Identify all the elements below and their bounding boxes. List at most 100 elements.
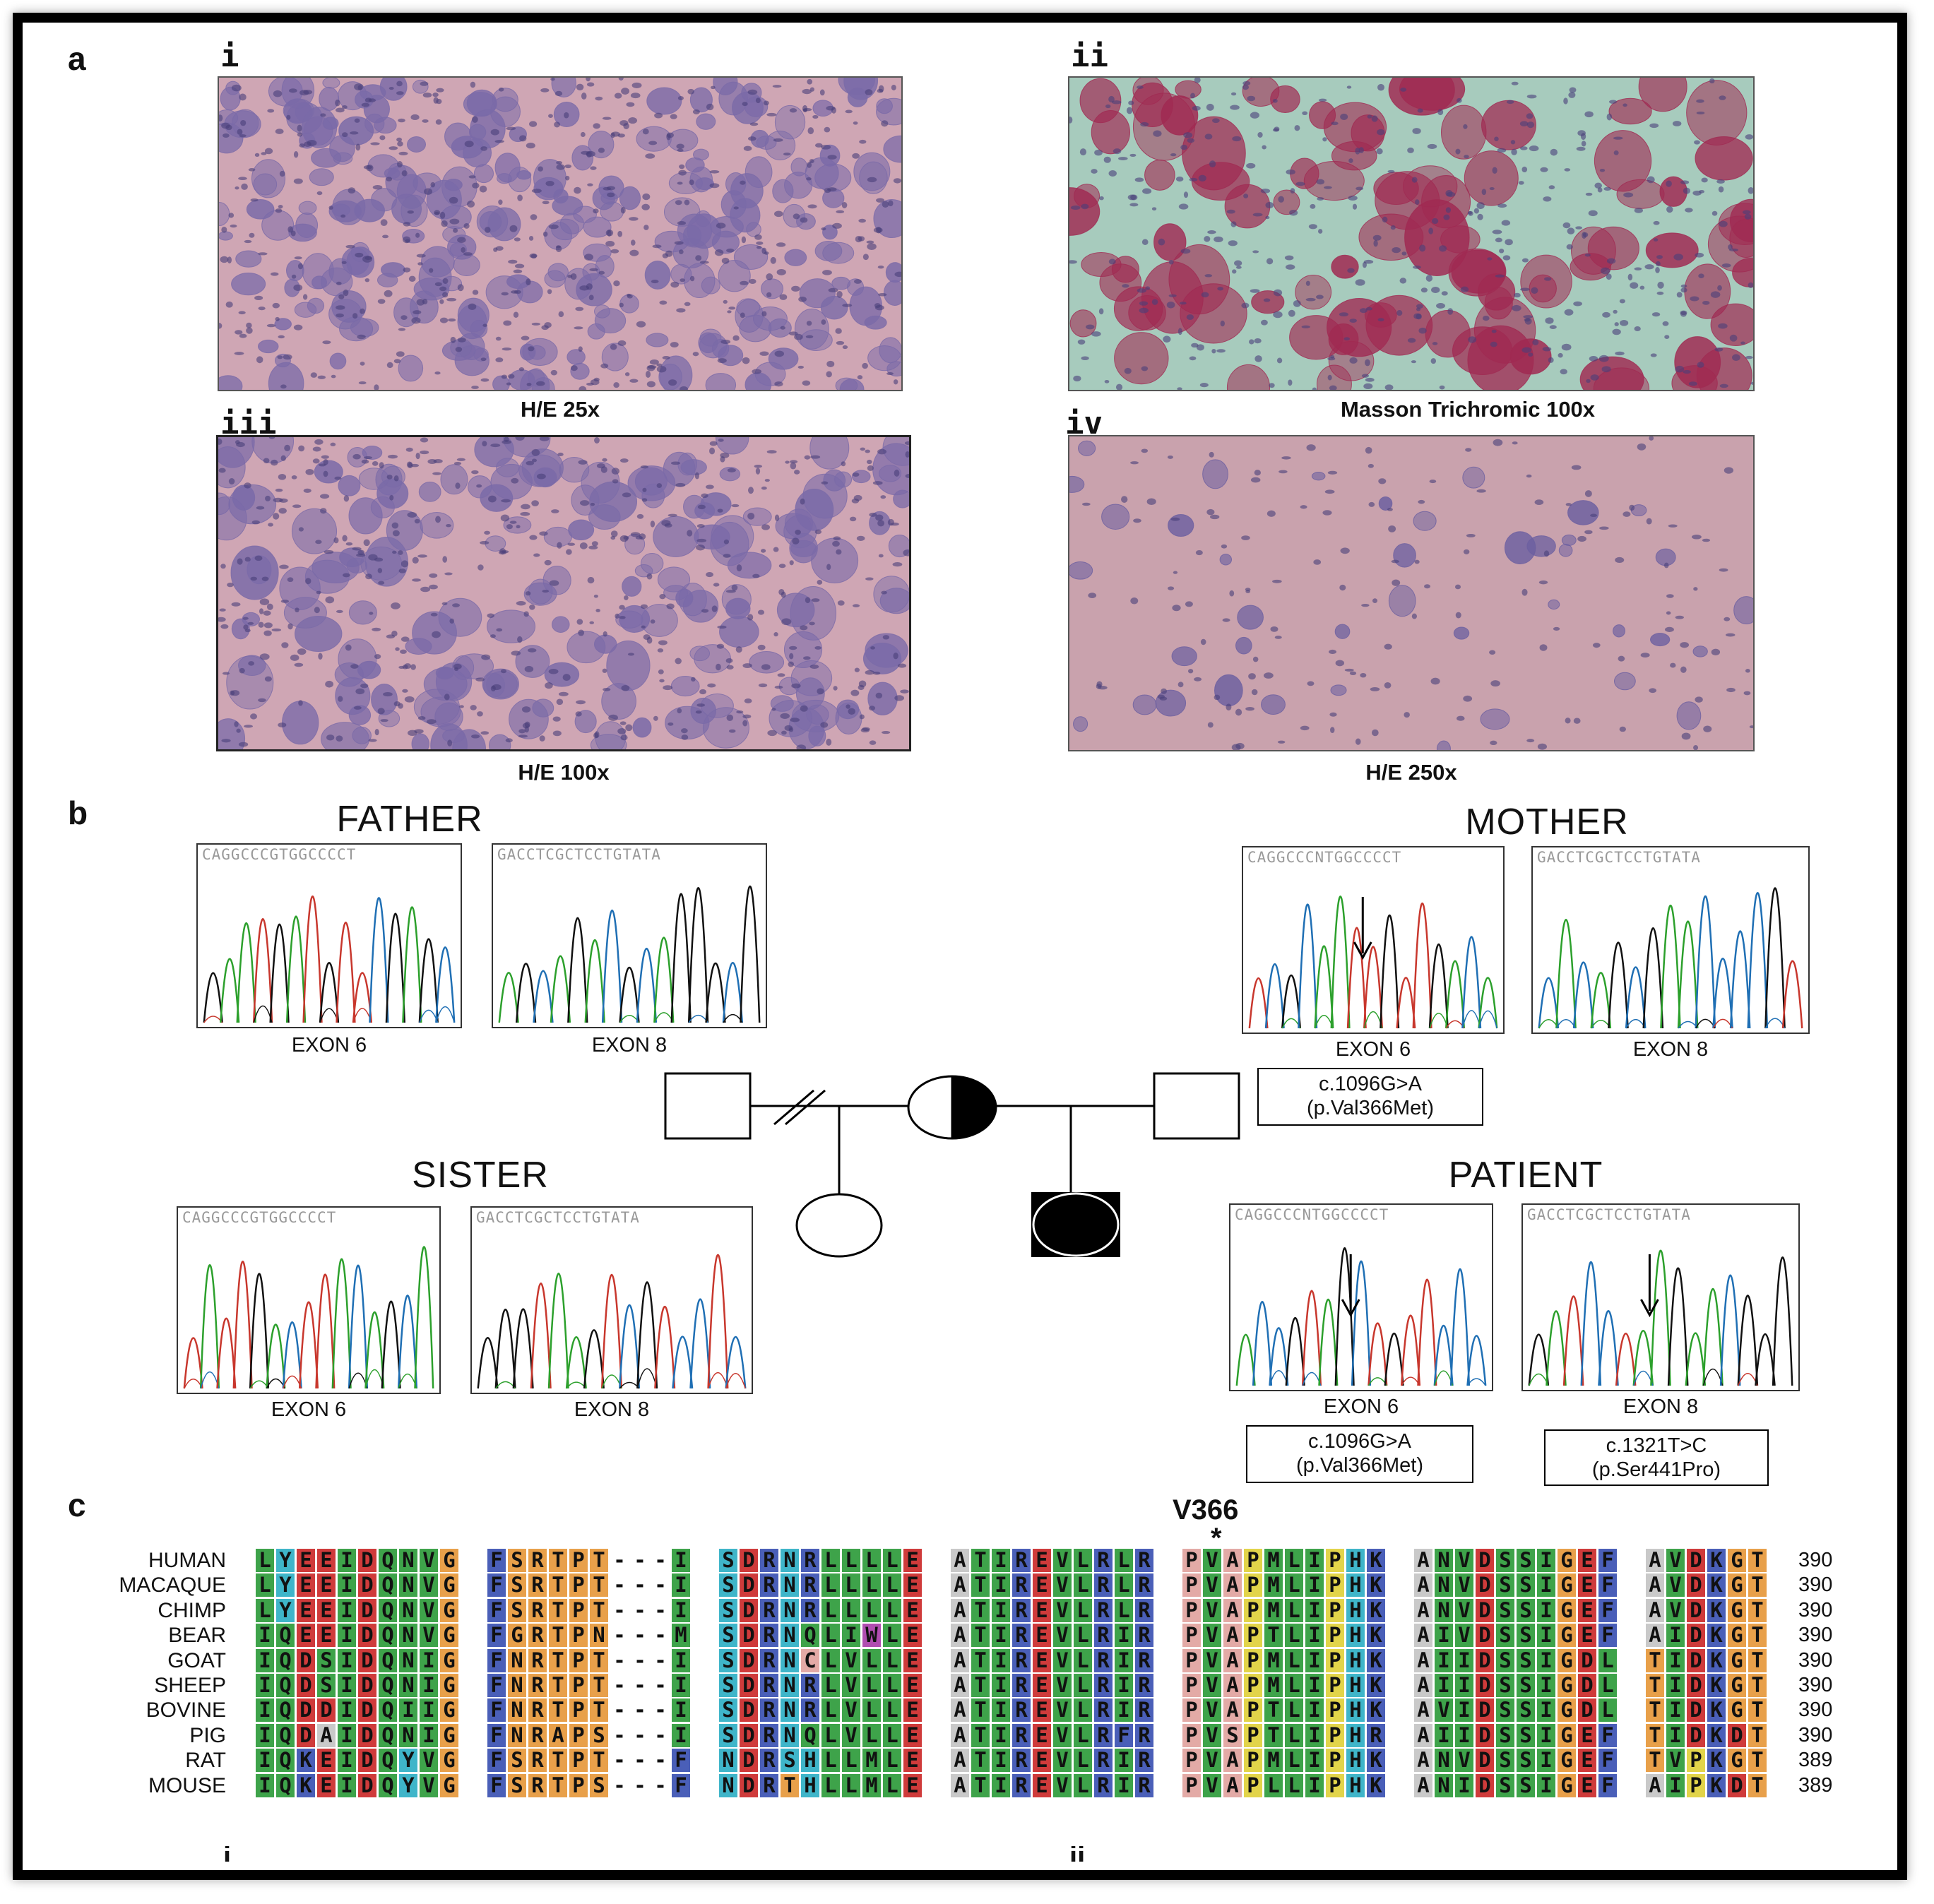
residue: S — [1517, 1749, 1535, 1773]
residue: R — [1012, 1648, 1031, 1672]
residue: K — [1707, 1749, 1726, 1773]
residue: F — [487, 1573, 506, 1597]
residue: G — [440, 1749, 458, 1773]
residue: A — [1646, 1624, 1664, 1648]
residue: T — [1646, 1674, 1664, 1697]
residue: R — [760, 1598, 778, 1622]
father-exon8-sequence: GACCTCGCTCCTGTATA — [497, 846, 661, 863]
residue: D — [297, 1648, 315, 1672]
residue: I — [992, 1674, 1010, 1697]
residue: G — [1558, 1549, 1576, 1572]
residue: A — [1646, 1573, 1664, 1597]
residue: V — [1053, 1648, 1072, 1672]
residue: K — [1367, 1698, 1385, 1722]
residue: L — [883, 1549, 901, 1572]
residue: K — [1707, 1648, 1726, 1672]
residue: A — [951, 1598, 969, 1622]
residue: N — [508, 1723, 526, 1747]
residue: L — [821, 1723, 840, 1747]
chromatogram-traces — [1235, 1247, 1487, 1386]
residue: Q — [379, 1624, 397, 1648]
residue: A — [1414, 1723, 1432, 1747]
residue: R — [1012, 1773, 1031, 1797]
residue: E — [317, 1573, 336, 1597]
residue: G — [440, 1624, 458, 1648]
residue: E — [1033, 1549, 1051, 1572]
residue: D — [1728, 1773, 1746, 1797]
residue: D — [1687, 1674, 1705, 1697]
residue: D — [1687, 1549, 1705, 1572]
residue: R — [1135, 1573, 1153, 1597]
residue: F — [1598, 1749, 1617, 1773]
residue: F — [487, 1674, 506, 1697]
residue: K — [1707, 1773, 1726, 1797]
residue: G — [1558, 1674, 1576, 1697]
residue: T — [549, 1573, 567, 1597]
residue: H — [1346, 1598, 1365, 1622]
residue: L — [821, 1698, 840, 1722]
residue: H — [801, 1749, 819, 1773]
residue: S — [1496, 1674, 1514, 1697]
residue: R — [528, 1674, 547, 1697]
residue: N — [781, 1674, 799, 1697]
residue: A — [1223, 1674, 1242, 1697]
patient-exon6-label: EXON 6 — [1323, 1396, 1399, 1418]
residue: E — [1033, 1723, 1051, 1747]
residue: T — [1264, 1698, 1283, 1722]
residue: L — [1074, 1698, 1092, 1722]
residue: L — [883, 1598, 901, 1622]
residue: V — [420, 1773, 438, 1797]
residue: H — [1346, 1698, 1365, 1722]
residue: T — [971, 1674, 990, 1697]
residue: R — [1094, 1598, 1113, 1622]
mother-mutation-box: c.1096G>A (p.Val366Met) — [1257, 1068, 1483, 1126]
residue: D — [1476, 1698, 1494, 1722]
residue: I — [1115, 1773, 1133, 1797]
residue: D — [358, 1723, 376, 1747]
residue: I — [672, 1598, 690, 1622]
tissue-texture — [1069, 436, 1753, 750]
v366-marker: V366 — [1173, 1494, 1239, 1525]
residue: - — [613, 1673, 626, 1697]
residue: D — [1476, 1549, 1494, 1572]
residue: E — [297, 1549, 315, 1572]
residue: Q — [379, 1549, 397, 1572]
residue: M — [1264, 1598, 1283, 1622]
residue: P — [1182, 1749, 1201, 1773]
residue: E — [1578, 1624, 1596, 1648]
residue: I — [1537, 1674, 1555, 1697]
residue: V — [1666, 1573, 1685, 1597]
residue: T — [1748, 1723, 1767, 1747]
species-label: MOUSE — [148, 1773, 226, 1797]
residue: M — [672, 1624, 690, 1648]
residue: I — [672, 1674, 690, 1697]
residue: G — [1728, 1749, 1746, 1773]
residue: - — [634, 1748, 646, 1773]
image-i-label: i — [220, 38, 239, 74]
residue: I — [672, 1698, 690, 1722]
chromatogram-traces — [477, 1254, 747, 1389]
patient-exon6-mutation-protein: (p.Val366Met) — [1296, 1454, 1423, 1477]
residue: F — [672, 1749, 690, 1773]
sister-exon6-label: EXON 6 — [271, 1398, 347, 1421]
mother-mutation-protein: (p.Val366Met) — [1307, 1097, 1434, 1119]
residue: R — [1135, 1674, 1153, 1697]
residue: I — [1666, 1773, 1685, 1797]
residue: K — [1367, 1648, 1385, 1672]
residue: F — [1598, 1598, 1617, 1622]
residue: A — [951, 1573, 969, 1597]
residue: S — [719, 1674, 737, 1697]
residue: M — [1264, 1549, 1283, 1572]
residue: - — [634, 1698, 646, 1722]
residue: D — [740, 1674, 758, 1697]
residue: V — [1203, 1698, 1221, 1722]
residue: L — [862, 1698, 881, 1722]
residue: G — [1558, 1723, 1576, 1747]
residue: L — [1115, 1549, 1133, 1572]
residue: T — [1748, 1573, 1767, 1597]
residue: I — [1455, 1648, 1473, 1672]
residue: P — [1326, 1674, 1344, 1697]
residue: R — [760, 1648, 778, 1672]
